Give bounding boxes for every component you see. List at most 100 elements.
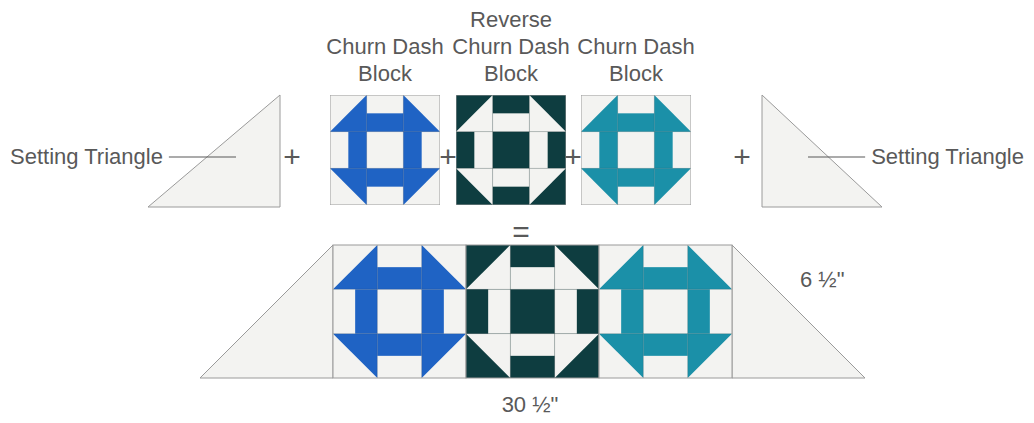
block-heading: Reverse Churn Dash Block — [447, 6, 575, 87]
setting-triangle — [148, 95, 280, 207]
side-strip — [621, 289, 643, 333]
dimension-label: 30 ½" — [502, 392, 559, 418]
seam-line — [654, 95, 655, 205]
operator-sign: = — [512, 219, 530, 245]
side-strip — [488, 289, 510, 333]
side-strip — [643, 334, 687, 356]
corner-triangle — [466, 334, 510, 378]
churn-dash-block — [330, 95, 440, 205]
side-strip — [555, 289, 577, 333]
churn-dash-block — [581, 95, 691, 205]
block-ground — [456, 95, 566, 205]
corner-triangle — [403, 168, 440, 205]
block-with-heading: Churn Dash Block — [572, 33, 700, 205]
seam-line — [581, 168, 691, 169]
churn-dash-block — [330, 95, 440, 205]
side-strip — [510, 267, 554, 289]
dimension-label: 6 ½" — [800, 267, 845, 293]
block-heading: Churn Dash Block — [572, 33, 700, 87]
seam-line — [333, 333, 466, 334]
churn-dash-block — [456, 95, 566, 205]
part-label: Setting Triangle — [871, 144, 1024, 170]
side-strip — [493, 168, 530, 186]
corner-triangle — [555, 245, 599, 289]
side-strip — [510, 334, 554, 356]
side-strip — [422, 289, 444, 333]
block-with-heading: Reverse Churn Dash Block — [447, 6, 575, 205]
corner-triangle — [456, 95, 493, 132]
setting-triangle — [732, 245, 865, 378]
side-strip — [403, 132, 421, 169]
corner-triangle — [555, 334, 599, 378]
side-strip — [367, 168, 404, 186]
seam-line — [377, 245, 378, 378]
seam-line — [330, 168, 440, 169]
seam-line — [643, 245, 644, 378]
seam-line — [403, 95, 404, 205]
seam-line — [492, 95, 493, 205]
leader-line — [169, 156, 236, 157]
corner-triangle — [529, 168, 566, 205]
side-strip — [529, 132, 547, 169]
part-label: Setting Triangle — [10, 144, 163, 170]
side-strip — [493, 113, 530, 131]
operator-sign: + — [439, 144, 457, 170]
seam-line — [421, 245, 422, 378]
leader-line — [808, 156, 865, 157]
seam-line — [456, 131, 566, 132]
block-heading: Churn Dash Block — [321, 33, 449, 87]
corner-triangle — [599, 334, 643, 378]
seam-line — [333, 289, 466, 290]
corner-triangle — [654, 95, 691, 132]
side-strip — [474, 132, 492, 169]
corner-triangle — [466, 245, 510, 289]
setting-triangle — [200, 245, 333, 378]
seam-line — [554, 245, 555, 378]
seam-line — [581, 131, 691, 132]
seam-line — [510, 245, 511, 378]
block-border — [466, 245, 599, 378]
corner-triangle — [581, 95, 618, 132]
corner-triangle — [422, 334, 466, 378]
side-strip — [618, 168, 655, 186]
block-ground — [581, 95, 691, 205]
seam-line — [366, 95, 367, 205]
corner-triangle — [688, 245, 732, 289]
corner-triangle — [529, 95, 566, 132]
seam-line — [466, 289, 599, 290]
churn-dash-block — [599, 245, 732, 378]
corner-triangle — [330, 168, 367, 205]
seam-line — [599, 289, 732, 290]
corner-triangle — [456, 168, 493, 205]
block-border — [581, 95, 691, 205]
block-with-heading: Churn Dash Block — [321, 33, 449, 205]
seam-line — [330, 131, 440, 132]
corner-triangle — [333, 245, 377, 289]
operator-sign: + — [733, 144, 751, 170]
block-border — [333, 245, 466, 378]
side-strip — [377, 267, 421, 289]
seam-line — [456, 168, 566, 169]
seam-line — [617, 95, 618, 205]
corner-triangle — [422, 245, 466, 289]
side-strip — [599, 132, 617, 169]
churn-dash-block — [456, 95, 566, 205]
corner-triangle — [403, 95, 440, 132]
churn-dash-block — [333, 245, 466, 378]
side-strip — [367, 113, 404, 131]
seam-line — [529, 95, 530, 205]
block-ground — [330, 95, 440, 205]
corner-triangle — [333, 334, 377, 378]
seam-line — [687, 245, 688, 378]
churn-dash-block — [466, 245, 599, 378]
block-ground — [333, 245, 466, 378]
side-strip — [348, 132, 366, 169]
operator-sign: + — [564, 144, 582, 170]
corner-triangle — [688, 334, 732, 378]
side-strip — [618, 113, 655, 131]
side-strip — [688, 289, 710, 333]
block-border — [456, 95, 566, 205]
seam-line — [599, 333, 732, 334]
corner-triangle — [581, 168, 618, 205]
churn-dash-block — [581, 95, 691, 205]
